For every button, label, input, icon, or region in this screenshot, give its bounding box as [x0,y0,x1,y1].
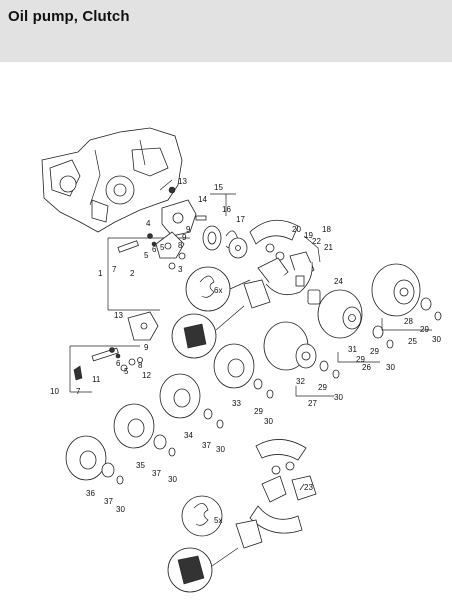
callout-37c: 37 [104,497,113,506]
callout-35: 35 [136,461,145,470]
callout-13b: 13 [114,311,123,320]
oil-pump-upper-group [107,193,248,311]
callout-30b: 30 [386,363,395,372]
callout-6a: 6 [152,245,157,254]
exploded-parts-diagram: 1 2 3 4 5 5 6 7 8 9 10 11 12 13 13 14 15… [41,127,442,593]
callout-15: 15 [214,183,223,192]
callout-26: 26 [362,363,371,372]
callout-12: 12 [142,371,151,380]
callout-5b: 5 [160,243,165,252]
callout-31: 31 [348,345,357,354]
callout-30d: 30 [264,417,273,426]
callout-1: 1 [98,269,103,278]
callout-29b: 29 [370,347,379,356]
callout-30g: 30 [116,505,125,514]
callout-36: 36 [86,489,95,498]
callout-33: 33 [232,399,241,408]
quantity-6x: 6x [214,286,222,295]
page-title: Oil pump, Clutch [8,8,130,25]
callout-25: 25 [408,337,417,346]
callout-8b: 8 [138,361,143,370]
callout-11: 11 [92,375,101,384]
callout-20: 20 [292,225,301,234]
callout-30f: 30 [168,475,177,484]
spring-detail-inset-lower [181,495,223,537]
callout-8a: 8 [178,241,183,250]
callout-9c: 9 [182,233,187,242]
drum-36 [65,435,124,485]
callout-5a: 5 [144,251,149,260]
quantity-notes: 6x 5x [214,286,222,525]
callout-30a: 30 [432,335,441,344]
quantity-5x: 5x [214,516,222,525]
callout-labels: 1 2 3 4 5 5 6 7 8 9 10 11 12 13 13 14 15… [50,177,441,514]
callout-9a: 9 [186,225,191,234]
callout-21: 21 [324,243,333,252]
shoe-detail-inset-lower [167,547,239,593]
drum-34 [159,373,224,429]
callout-29e: 29 [356,355,365,364]
drum-26 [317,289,394,349]
callout-37a: 37 [202,441,211,450]
callout-10: 10 [50,387,59,396]
callout-13a: 13 [178,177,187,186]
spring-detail-inset [185,266,251,312]
callout-16: 16 [222,205,231,214]
callout-6b: 6 [116,359,121,368]
drum-25 [371,263,442,321]
oil-pump-lower-group [69,311,159,393]
callout-7a: 7 [112,265,117,274]
clutch-shoes-assembly [243,219,321,309]
callout-27: 27 [308,399,317,408]
callout-29d: 29 [254,407,263,416]
callout-29c: 29 [318,383,327,392]
callout-14: 14 [198,195,207,204]
shoe-detail-inset [171,305,245,359]
callout-3: 3 [178,265,183,274]
callout-24: 24 [334,277,343,286]
callout-2: 2 [130,269,135,278]
drum-35 [113,403,176,457]
callout-7b: 7 [76,387,81,396]
callout-30c: 30 [334,393,343,402]
callout-bracket-lines [295,318,432,397]
callout-28: 28 [404,317,413,326]
callout-37b: 37 [152,469,161,478]
callout-34: 34 [184,431,193,440]
lower-clutch-assembly [235,439,317,549]
callout-5c: 5 [124,367,129,376]
callout-18: 18 [322,225,331,234]
callout-22: 22 [312,237,321,246]
callout-4: 4 [146,219,151,228]
callout-23: 23 [304,483,313,492]
page-header: Oil pump, Clutch [0,0,452,62]
callout-32: 32 [296,377,305,386]
drum-27 [263,321,340,379]
drum-33 [213,343,274,399]
callout-29a: 29 [420,325,429,334]
callout-30e: 30 [216,445,225,454]
engine-housing-illustration [41,127,183,233]
callout-17: 17 [236,215,245,224]
clutch-drums [65,263,442,485]
callout-9b: 9 [144,343,149,352]
callout-19: 19 [304,231,313,240]
